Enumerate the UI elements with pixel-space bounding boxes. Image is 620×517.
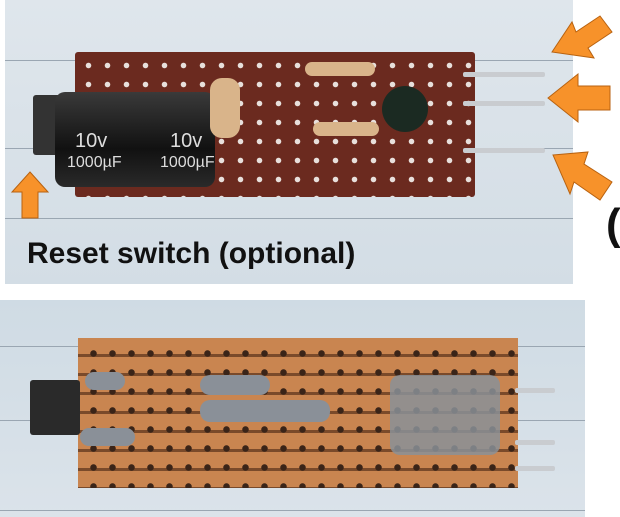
- capacitor: 10v 1000µF 10v 1000µF: [55, 92, 215, 187]
- pin: [515, 388, 555, 393]
- transistor: [382, 86, 428, 132]
- pin: [515, 440, 555, 445]
- pin: [463, 101, 545, 106]
- solder-joint: [85, 372, 125, 390]
- arrow-up-icon: [10, 171, 50, 219]
- arrow-left-up-icon: [552, 151, 613, 201]
- top-photo-circuit-component-side: 10v 1000µF 10v 1000µF Reset switch (opti…: [5, 0, 573, 284]
- cap-marking: 1000µF: [67, 154, 122, 171]
- cap-marking: 1000µF: [160, 154, 215, 171]
- solder-joint: [80, 428, 135, 446]
- cap-marking: 10v: [75, 130, 108, 152]
- pin: [463, 148, 545, 153]
- arrow-left-icon: [547, 72, 611, 124]
- cut-off-text: (: [606, 200, 620, 249]
- solder-joint: [200, 400, 330, 422]
- resistor: [305, 62, 375, 76]
- stripboard-bottom: [78, 338, 518, 488]
- resistor: [210, 78, 240, 138]
- pin: [515, 466, 555, 471]
- resistor: [313, 122, 379, 136]
- arrows: [10, 15, 613, 219]
- solder-joint: [390, 375, 500, 455]
- bottom-photo-circuit-solder-side: [0, 300, 585, 517]
- pin: [463, 72, 545, 77]
- caption: Reset switch (optional): [27, 237, 356, 270]
- solder-joint: [200, 375, 270, 395]
- arrow-left-down-icon: [551, 15, 613, 59]
- cap-marking: 10v: [170, 130, 203, 152]
- reset-switch: [30, 380, 80, 435]
